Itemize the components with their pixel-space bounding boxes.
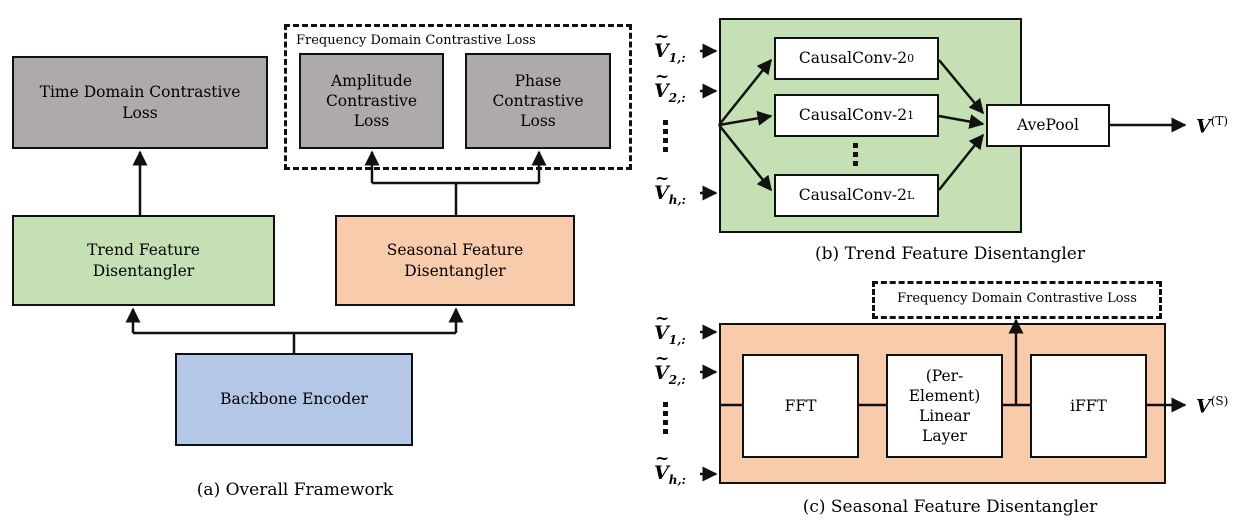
seasonal-input-1: V1,: [654,309,686,347]
trend-input-2: V2,: [654,67,686,105]
causalconv-0-label: CausalConv-2 [798,49,908,68]
causalconv-L-label: CausalConv-2 [798,186,907,205]
seasonal-output-label: V(S) [1196,394,1229,418]
trend-disentangler-box: Trend Feature Disentangler [12,215,275,306]
backbone-split-line [133,331,456,353]
trend-input-ellipsis [663,120,668,156]
frequency-loss-label: Frequency Domain Contrastive Loss [897,291,1137,306]
backbone-encoder-box: Backbone Encoder [175,353,413,446]
phase-loss-box: Phase Contrastive Loss [465,53,611,149]
trend-input-h: Vh,: [654,169,686,207]
seasonal-input-h: Vh,: [654,449,686,487]
avepool-box: AvePool [986,104,1110,147]
frequency-loss-group-label: Frequency Domain Contrastive Loss [296,33,536,48]
ifft-box: iFFT [1030,354,1147,458]
linear-layer-box: (Per- Element) Linear Layer [886,354,1003,458]
seasonal-input-ellipsis [663,402,668,438]
conv-ellipsis [853,143,858,170]
seasonal-disentangler-box: Seasonal Feature Disentangler [335,215,575,306]
trend-output-label: V(T) [1196,114,1229,138]
caption-b: (b) Trend Feature Disentangler [815,244,1085,264]
amplitude-loss-box: Amplitude Contrastive Loss [299,53,444,149]
frequency-loss-box [872,281,1162,319]
time-domain-loss-box: Time Domain Contrastive Loss [12,56,268,149]
caption-a: (a) Overall Framework [196,480,394,500]
frequency-loss-group [284,24,632,170]
seasonal-split-line [372,181,539,215]
fft-box: FFT [742,354,859,458]
trend-input-1: V1,: [654,27,686,65]
seasonal-input-2: V2,: [654,349,686,387]
causalconv-1-label: CausalConv-2 [798,106,908,125]
caption-c: (c) Seasonal Feature Disentangler [802,497,1098,517]
